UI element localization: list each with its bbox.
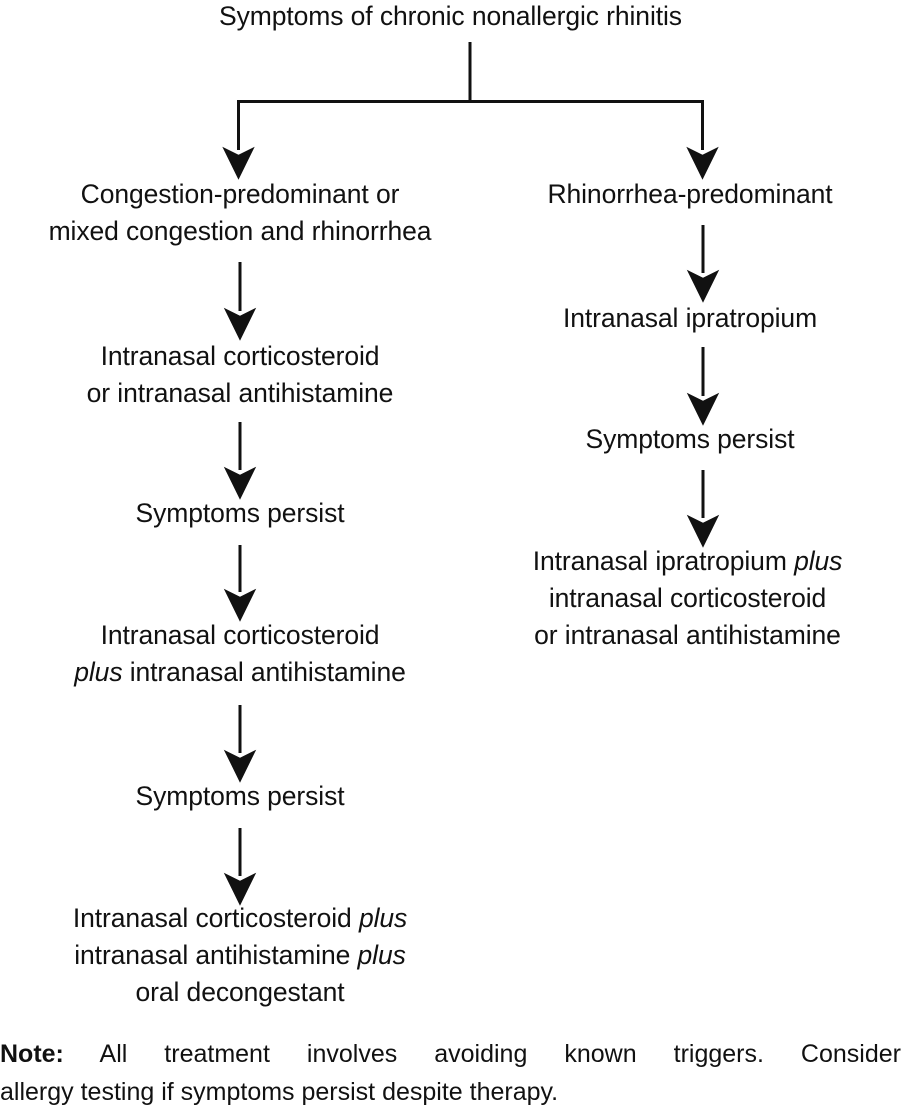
node-right-step-1: Intranasal ipratropium — [562, 303, 818, 333]
node-left-step-2: Intranasal corticosteroid plus intranasa… — [74, 620, 406, 687]
flowchart-title: Symptoms of chronic nonallergic rhinitis — [219, 1, 682, 31]
node-left-step-3: Intranasal corticosteroid plus intranasa… — [72, 903, 408, 1007]
node-left-symptoms-persist-1: Symptoms persist — [135, 498, 345, 528]
node-right-branch-label: Rhinorrhea-predominant — [547, 179, 833, 209]
node-right-symptoms-persist-1: Symptoms persist — [585, 424, 795, 454]
note-line-2: allergy testing if symptoms persist desp… — [0, 1078, 559, 1106]
note-label: Note: — [0, 1040, 64, 1068]
node-left-branch-label: Congestion-predominant or mixed congesti… — [48, 179, 432, 246]
node-right-step-2: Intranasal ipratropium plus intranasal c… — [532, 546, 843, 650]
flowchart-connectors — [222, 42, 720, 906]
note-block: Note: All treatment involves avoiding kn… — [0, 1035, 901, 1111]
node-left-step-1: Intranasal corticosteroid or intranasal … — [86, 341, 394, 408]
node-left-symptoms-persist-2: Symptoms persist — [135, 781, 345, 811]
note-line-1: All treatment involves avoiding known tr… — [99, 1040, 901, 1068]
